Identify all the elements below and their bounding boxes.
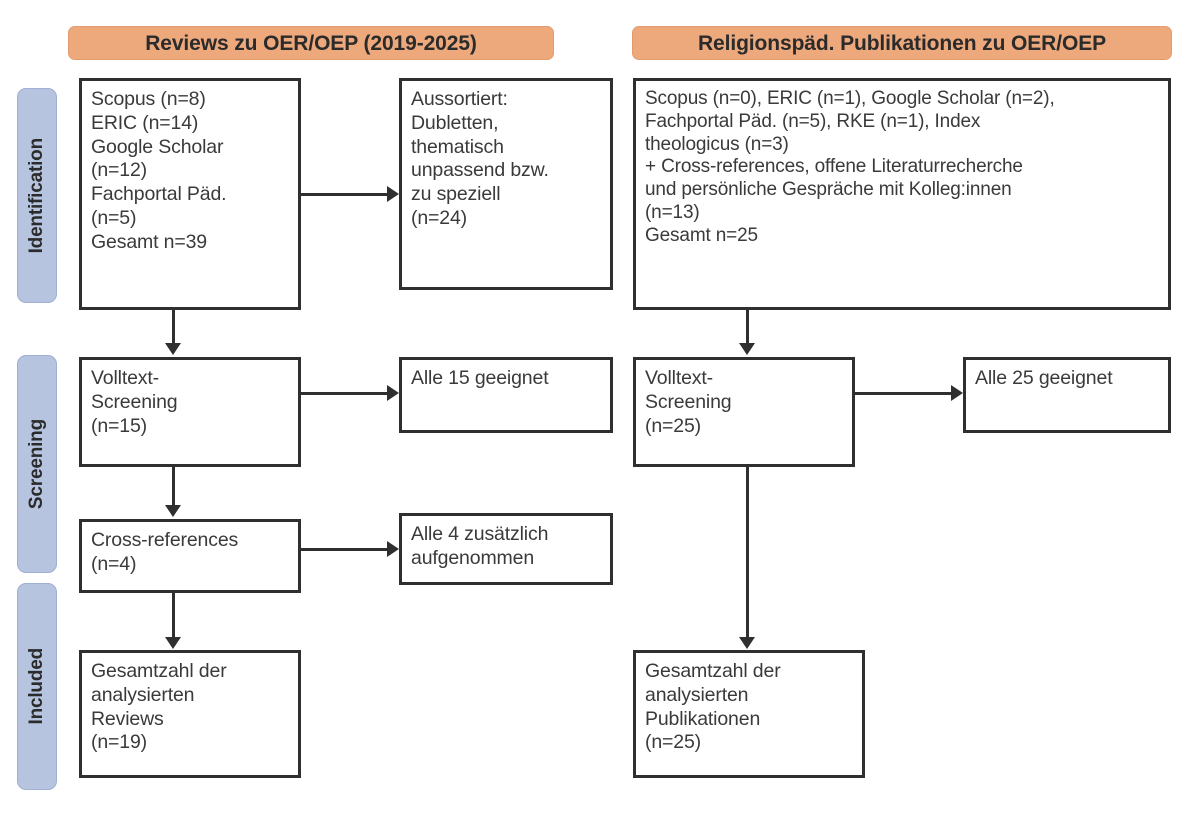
box-left-volltext-screening: Volltext- Screening (n=15) — [79, 357, 301, 467]
connector-left-screening-to-result — [301, 392, 387, 395]
box-left-crossreferences: Cross-references (n=4) — [79, 519, 301, 593]
phase-label-included: Included — [26, 648, 47, 725]
box-left-included: Gesamtzahl der analysierten Reviews (n=1… — [79, 650, 301, 778]
connector-left-screening-to-crossrefs — [172, 467, 175, 505]
box-left-crossrefs-result: Alle 4 zusätzlich aufgenommen — [399, 513, 613, 585]
box-left-identification: Scopus (n=8) ERIC (n=14) Google Scholar … — [79, 78, 301, 310]
box-left-excluded: Aussortiert: Dubletten, thematisch unpas… — [399, 78, 613, 290]
arrowhead-left-screening-to-crossrefs — [165, 505, 181, 517]
box-right-included: Gesamtzahl der analysierten Publikatione… — [633, 650, 865, 778]
box-right-volltext-screening: Volltext- Screening (n=25) — [633, 357, 855, 467]
phase-bar-included: Included — [17, 583, 57, 790]
connector-left-ident-to-excluded — [301, 193, 387, 196]
connector-left-crossrefs-to-included — [172, 593, 175, 637]
column-header-religionspaed: Religionspäd. Publikationen zu OER/OEP — [632, 26, 1172, 60]
column-header-reviews: Reviews zu OER/OEP (2019-2025) — [68, 26, 554, 60]
connector-right-screening-to-included — [746, 467, 749, 637]
phase-bar-screening: Screening — [17, 355, 57, 573]
box-right-screening-result: Alle 25 geeignet — [963, 357, 1171, 433]
arrowhead-left-crossrefs-to-included — [165, 637, 181, 649]
arrowhead-left-ident-to-excluded — [387, 186, 399, 202]
arrowhead-right-screening-to-result — [951, 385, 963, 401]
box-right-identification: Scopus (n=0), ERIC (n=1), Google Scholar… — [633, 78, 1171, 310]
arrowhead-left-ident-to-screening — [165, 343, 181, 355]
arrowhead-left-screening-to-result — [387, 385, 399, 401]
phase-label-identification: Identification — [26, 137, 47, 254]
arrowhead-left-crossrefs-to-result — [387, 541, 399, 557]
box-left-screening-result: Alle 15 geeignet — [399, 357, 613, 433]
phase-label-screening: Screening — [26, 418, 47, 510]
connector-right-ident-to-screening — [746, 310, 749, 343]
phase-bar-identification: Identification — [17, 88, 57, 303]
connector-right-screening-to-result — [855, 392, 951, 395]
connector-left-ident-to-screening — [172, 310, 175, 343]
arrowhead-right-screening-to-included — [739, 637, 755, 649]
arrowhead-right-ident-to-screening — [739, 343, 755, 355]
connector-left-crossrefs-to-result — [301, 548, 387, 551]
